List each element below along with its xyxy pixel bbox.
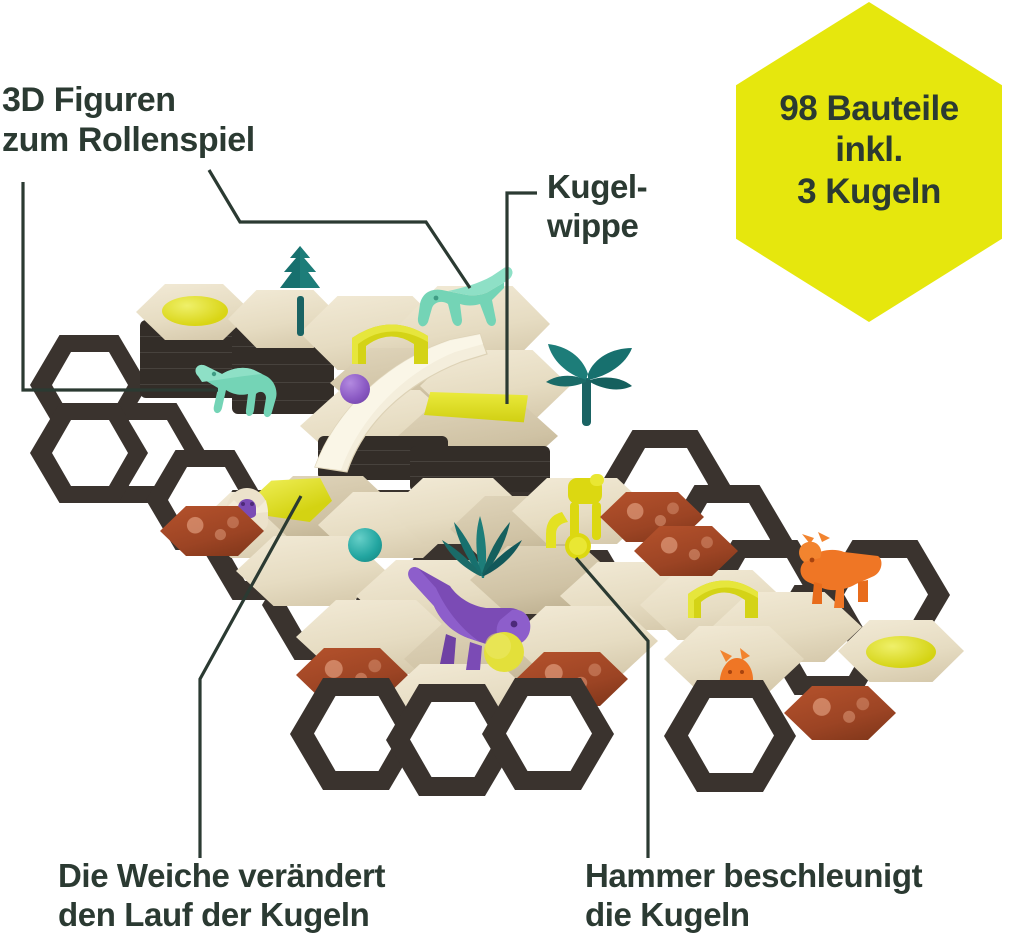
honeycomb-hole [410, 702, 496, 777]
dino-marble-run-toy [0, 240, 1020, 800]
honeycomb-hole [314, 696, 400, 771]
teal-marble [348, 528, 382, 562]
yellow-hammer [546, 474, 604, 559]
badge-text: 98 Bauteile inkl. 3 Kugeln [779, 89, 959, 211]
teal-fern-plant [442, 516, 522, 578]
fossil-tile [784, 686, 896, 740]
purple-marble [340, 374, 370, 404]
yellow-nest-bowl-right [866, 636, 936, 668]
mint-dinosaur-large [417, 267, 513, 327]
callout-weiche: Die Weiche verändert den Lauf der Kugeln [58, 857, 386, 933]
orange-triceratops [799, 532, 882, 608]
teal-tree [280, 246, 320, 336]
yellow-arch-bridge [352, 324, 428, 364]
teal-palm-plant [546, 344, 632, 426]
purple-dinosaur [408, 567, 531, 672]
parts-count-badge: 98 Bauteile inkl. 3 Kugeln [736, 2, 1002, 322]
yellow-nest-bowl [162, 296, 228, 326]
yellow-arch-bridge-lower [688, 580, 758, 618]
white-ramp-track [314, 333, 488, 473]
callout-3d-figuren: 3D Figuren zum Rollenspiel [2, 81, 255, 160]
mint-dinosaur-small [195, 364, 277, 418]
callout-kugelwippe: Kugel- wippe [547, 168, 648, 244]
callout-hammer: Hammer beschleunigt die Kugeln [585, 857, 923, 933]
